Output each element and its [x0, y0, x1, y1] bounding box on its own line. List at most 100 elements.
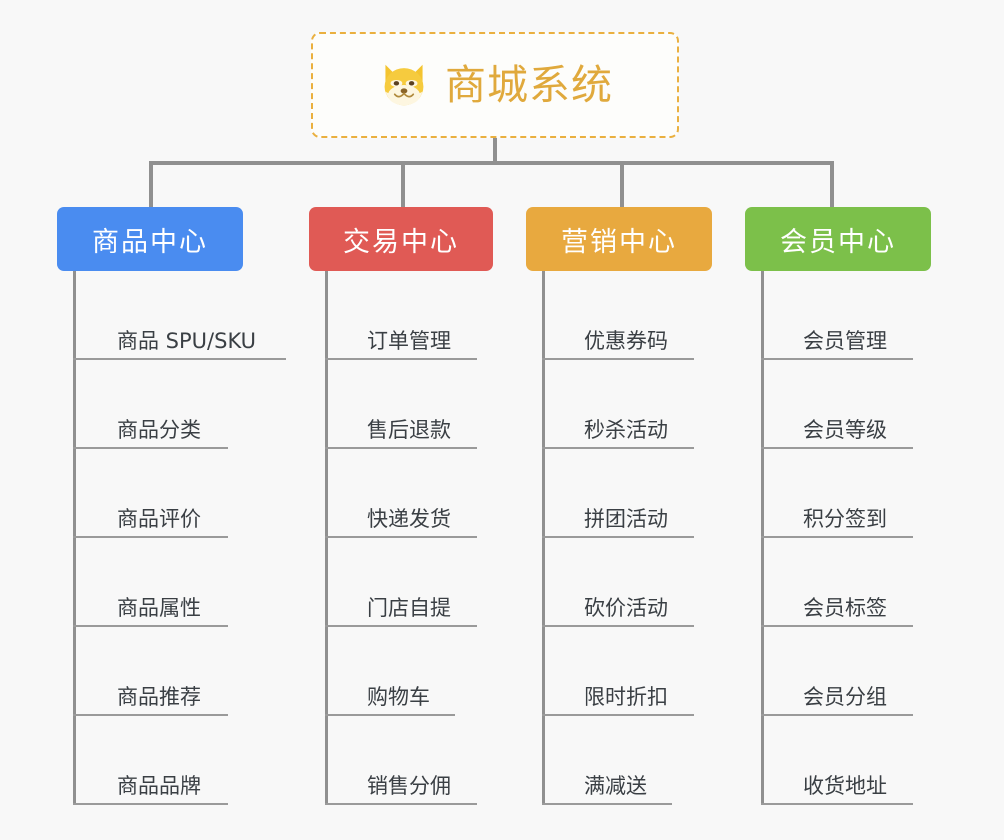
leaf-underline — [73, 714, 228, 716]
category-header-label: 商品中心 — [92, 226, 208, 258]
leaf-item[interactable]: 售后退款 — [325, 360, 525, 449]
leaf-underline — [325, 447, 477, 449]
leaf-underline — [761, 714, 913, 716]
leaf-item[interactable]: 会员等级 — [761, 360, 961, 449]
leaf-item[interactable]: 销售分佣 — [325, 716, 525, 805]
leaf-underline — [542, 536, 694, 538]
leaf-label: 快递发货 — [367, 506, 451, 531]
leaf-label: 收货地址 — [803, 773, 887, 798]
leaf-label: 商品分类 — [117, 417, 201, 442]
leaf-underline — [73, 358, 286, 360]
leaf-underline — [761, 536, 913, 538]
leaf-label: 拼团活动 — [584, 506, 668, 531]
leaf-underline — [73, 447, 228, 449]
leaf-label: 会员等级 — [803, 417, 887, 442]
leaf-label: 会员标签 — [803, 595, 887, 620]
leaf-underline — [542, 714, 694, 716]
category-header-4[interactable]: 会员中心 — [745, 207, 931, 271]
leaf-underline — [325, 803, 477, 805]
leaf-underline — [325, 358, 477, 360]
leaf-item[interactable]: 购物车 — [325, 627, 525, 716]
root-node[interactable]: 商城系统 — [311, 32, 679, 138]
leaf-underline — [761, 358, 913, 360]
leaf-item[interactable]: 商品推荐 — [73, 627, 289, 716]
category-column-4: 会员中心 会员管理 会员等级 积分签到 会员标签 会员分组 — [745, 207, 931, 805]
leaf-label: 秒杀活动 — [584, 417, 668, 442]
category-column-1: 商品中心 商品 SPU/SKU 商品分类 商品评价 商品属性 商品推荐 — [57, 207, 286, 805]
leaf-item[interactable]: 秒杀活动 — [542, 360, 742, 449]
leaf-label: 砍价活动 — [584, 595, 668, 620]
category-header-1[interactable]: 商品中心 — [57, 207, 243, 271]
leaf-item[interactable]: 商品 SPU/SKU — [73, 271, 289, 360]
leaf-item[interactable]: 商品评价 — [73, 449, 289, 538]
leaf-label: 商品推荐 — [117, 684, 201, 709]
leaf-item[interactable]: 拼团活动 — [542, 449, 742, 538]
category-header-label: 交易中心 — [343, 226, 459, 258]
leaf-list-2: 订单管理 售后退款 快递发货 门店自提 购物车 销售分佣 — [325, 271, 525, 805]
connector-drop-2 — [401, 161, 405, 207]
leaf-underline — [325, 625, 477, 627]
category-trunk-4 — [761, 271, 764, 805]
leaf-underline — [761, 625, 913, 627]
leaf-underline — [761, 803, 913, 805]
leaf-underline — [325, 714, 455, 716]
category-trunk-2 — [325, 271, 328, 805]
leaf-list-3: 优惠券码 秒杀活动 拼团活动 砍价活动 限时折扣 满减送 — [542, 271, 742, 805]
leaf-item[interactable]: 商品属性 — [73, 538, 289, 627]
leaf-underline — [325, 536, 477, 538]
leaf-item[interactable]: 会员标签 — [761, 538, 961, 627]
leaf-item[interactable]: 会员分组 — [761, 627, 961, 716]
leaf-item[interactable]: 积分签到 — [761, 449, 961, 538]
connector-drop-1 — [149, 161, 153, 207]
leaf-label: 会员管理 — [803, 328, 887, 353]
root-title: 商城系统 — [445, 60, 613, 109]
leaf-label: 门店自提 — [367, 595, 451, 620]
leaf-label: 商品品牌 — [117, 773, 201, 798]
leaf-label: 满减送 — [584, 773, 647, 798]
leaf-underline — [73, 803, 228, 805]
leaf-underline — [542, 358, 694, 360]
category-trunk-1 — [73, 271, 76, 805]
category-header-label: 营销中心 — [561, 226, 677, 258]
leaf-underline — [542, 447, 694, 449]
leaf-item[interactable]: 快递发货 — [325, 449, 525, 538]
leaf-label: 会员分组 — [803, 684, 887, 709]
leaf-item[interactable]: 满减送 — [542, 716, 742, 805]
leaf-item[interactable]: 商品品牌 — [73, 716, 289, 805]
leaf-item[interactable]: 砍价活动 — [542, 538, 742, 627]
leaf-label: 积分签到 — [803, 506, 887, 531]
category-header-2[interactable]: 交易中心 — [309, 207, 493, 271]
leaf-list-1: 商品 SPU/SKU 商品分类 商品评价 商品属性 商品推荐 商品品牌 — [73, 271, 289, 805]
leaf-label: 商品属性 — [117, 595, 201, 620]
leaf-item[interactable]: 门店自提 — [325, 538, 525, 627]
leaf-label: 销售分佣 — [367, 773, 451, 798]
leaf-label: 订单管理 — [367, 328, 451, 353]
leaf-item[interactable]: 优惠券码 — [542, 271, 742, 360]
leaf-label: 售后退款 — [367, 417, 451, 442]
leaf-label: 商品评价 — [117, 506, 201, 531]
leaf-underline — [73, 625, 228, 627]
connector-horizontal-bus — [149, 161, 834, 165]
connector-root-stem — [493, 138, 497, 164]
category-header-3[interactable]: 营销中心 — [526, 207, 712, 271]
leaf-underline — [542, 625, 694, 627]
category-column-3: 营销中心 优惠券码 秒杀活动 拼团活动 砍价活动 限时折扣 — [526, 207, 712, 805]
leaf-underline — [542, 803, 672, 805]
leaf-item[interactable]: 会员管理 — [761, 271, 961, 360]
leaf-item[interactable]: 商品分类 — [73, 360, 289, 449]
leaf-label: 限时折扣 — [584, 684, 668, 709]
leaf-item[interactable]: 订单管理 — [325, 271, 525, 360]
leaf-list-4: 会员管理 会员等级 积分签到 会员标签 会员分组 收货地址 — [761, 271, 961, 805]
leaf-item[interactable]: 收货地址 — [761, 716, 961, 805]
category-header-label: 会员中心 — [780, 226, 896, 258]
leaf-label: 商品 SPU/SKU — [117, 328, 257, 353]
connector-drop-4 — [830, 161, 834, 207]
leaf-label: 优惠券码 — [584, 328, 668, 353]
connector-drop-3 — [620, 161, 624, 207]
leaf-underline — [73, 536, 228, 538]
shiba-dog-emoji — [377, 58, 431, 112]
leaf-label: 购物车 — [367, 684, 430, 709]
leaf-item[interactable]: 限时折扣 — [542, 627, 742, 716]
category-trunk-3 — [542, 271, 545, 805]
